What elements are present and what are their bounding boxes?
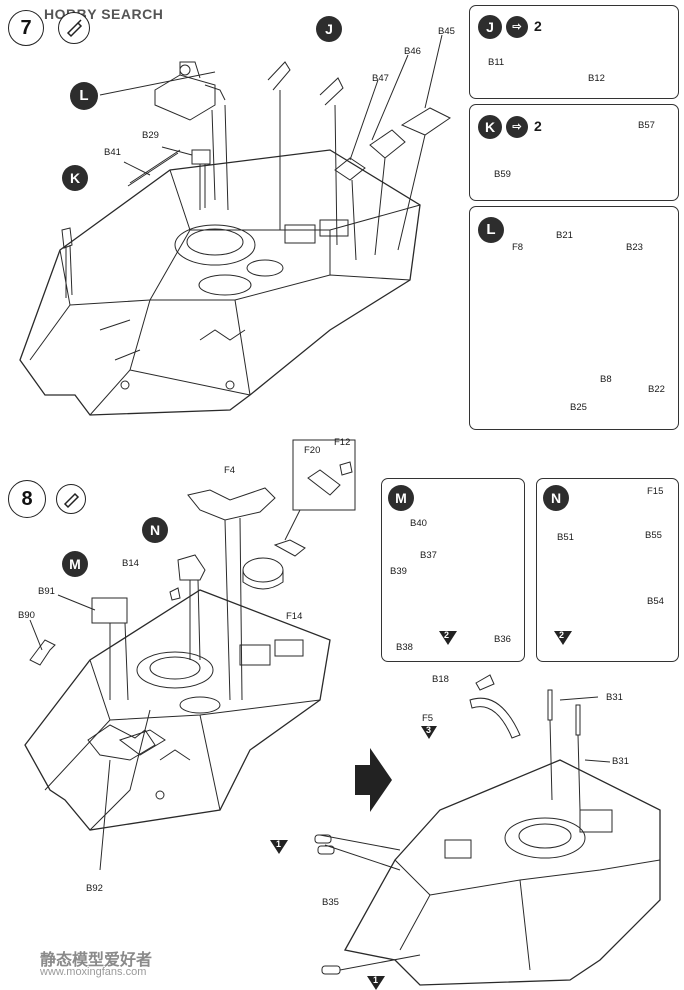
hull-step8 bbox=[24, 589, 331, 831]
label-b25: B25 bbox=[570, 402, 587, 413]
hull-final bbox=[343, 759, 661, 986]
make-two-icon: ⇨ bbox=[506, 16, 528, 38]
label-b55: B55 bbox=[645, 530, 662, 541]
label-f20: F20 bbox=[304, 445, 321, 456]
subassembly-n-box: N F15 B55 B51 B54 2 bbox=[536, 478, 679, 662]
label-f15: F15 bbox=[647, 486, 664, 497]
subassembly-j-letter: J bbox=[478, 15, 502, 39]
cement-tube-icon bbox=[66, 19, 83, 38]
watermark-site: www.moxingfans.com bbox=[40, 966, 147, 978]
b35-count-badge-bottom: 1 bbox=[373, 975, 379, 985]
label-b23: B23 bbox=[626, 242, 643, 253]
label-b38: B38 bbox=[396, 642, 413, 653]
label-b14: B14 bbox=[122, 558, 139, 569]
label-b39: B39 bbox=[390, 566, 407, 577]
subassembly-m-box: M B40 B37 B39 B38 B36 2 bbox=[381, 478, 525, 662]
label-b29: B29 bbox=[142, 130, 159, 141]
subassembly-n-letter: N bbox=[543, 485, 569, 511]
cement-icon bbox=[58, 12, 90, 44]
subassembly-j-box: J ⇨ 2 B11 B12 bbox=[469, 5, 679, 99]
label-b92: B92 bbox=[86, 883, 103, 894]
step-7-number: 7 bbox=[8, 10, 44, 46]
subassembly-k-quantity: 2 bbox=[534, 118, 542, 134]
label-b40: B40 bbox=[410, 518, 427, 529]
step-8-number: 8 bbox=[8, 480, 46, 518]
label-b54: B54 bbox=[647, 596, 664, 607]
label-b41: B41 bbox=[104, 147, 121, 158]
subassembly-k-letter: K bbox=[478, 115, 502, 139]
label-b8: B8 bbox=[600, 374, 612, 385]
cement-icon-step8 bbox=[56, 484, 86, 514]
watermark-chinese: 静态模型爱好者 bbox=[40, 952, 153, 969]
label-b46: B46 bbox=[404, 46, 421, 57]
label-b90: B90 bbox=[18, 610, 35, 621]
label-b51: B51 bbox=[557, 532, 574, 543]
label-f5: F5 bbox=[422, 713, 434, 724]
subassembly-l-box: L F8 B21 B23 B8 B22 B25 bbox=[469, 206, 679, 430]
m-count-badge: 2 bbox=[444, 630, 450, 640]
subassembly-l-letter: L bbox=[478, 217, 504, 243]
label-b91: B91 bbox=[38, 586, 55, 597]
label-f8: F8 bbox=[512, 242, 524, 253]
callout-n-step8: N bbox=[142, 517, 168, 543]
label-b31-mid: B31 bbox=[612, 756, 629, 767]
cement-tube-icon bbox=[63, 492, 80, 509]
callout-k-step7: K bbox=[62, 165, 88, 191]
label-b12: B12 bbox=[588, 73, 605, 84]
label-b22: B22 bbox=[648, 384, 665, 395]
make-two-icon: ⇨ bbox=[506, 116, 528, 138]
callout-j-step7: J bbox=[316, 16, 342, 42]
subassembly-k-box: K ⇨ 2 B57 B59 bbox=[469, 104, 679, 201]
label-b37: B37 bbox=[420, 550, 437, 561]
f5-count-badge: 3 bbox=[426, 725, 432, 735]
label-b18: B18 bbox=[432, 674, 449, 685]
label-b36: B36 bbox=[494, 634, 511, 645]
label-b57: B57 bbox=[638, 120, 655, 131]
subassembly-m-letter: M bbox=[388, 485, 414, 511]
subassembly-j-quantity: 2 bbox=[534, 18, 542, 34]
label-f4: F4 bbox=[224, 465, 236, 476]
label-b31-top: B31 bbox=[606, 692, 623, 703]
label-b21: B21 bbox=[556, 230, 573, 241]
callout-m-step8: M bbox=[62, 551, 88, 577]
label-f12: F12 bbox=[334, 437, 351, 448]
n-count-badge: 2 bbox=[559, 630, 565, 640]
b35-count-badge-top: 1 bbox=[276, 839, 282, 849]
count-badge-triangle bbox=[439, 631, 457, 645]
label-b35: B35 bbox=[322, 897, 339, 908]
count-badge-triangle bbox=[554, 631, 572, 645]
flow-arrow bbox=[355, 748, 392, 812]
callout-l-step7: L bbox=[70, 82, 98, 110]
label-b47: B47 bbox=[372, 73, 389, 84]
label-f14: F14 bbox=[286, 611, 303, 622]
label-b45: B45 bbox=[438, 26, 455, 37]
label-b59: B59 bbox=[494, 169, 511, 180]
label-b11: B11 bbox=[488, 57, 505, 68]
